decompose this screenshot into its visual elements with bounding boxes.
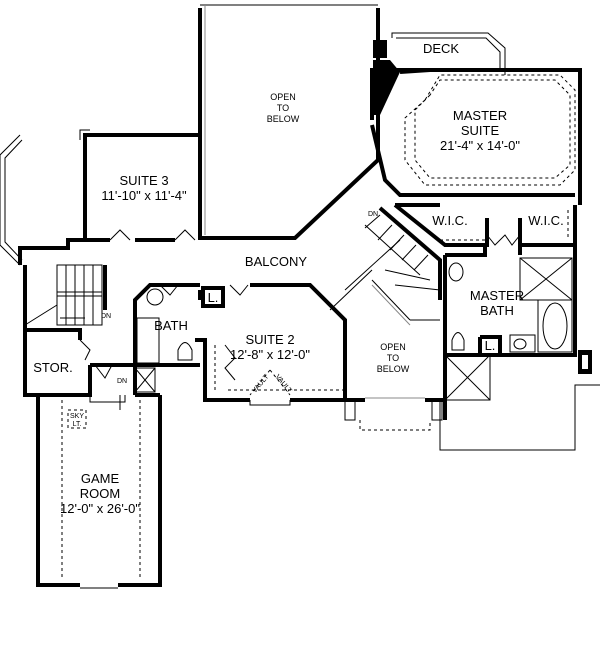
game-room-dims: 12'-0" x 26'-0" <box>60 501 140 516</box>
suite2-label: SUITE 2 <box>245 332 294 347</box>
balcony-label: BALCONY <box>245 254 307 269</box>
game-room-walls <box>36 363 162 589</box>
master-bath-walls <box>443 245 592 374</box>
bath-walls <box>133 283 249 367</box>
suite3-label: SUITE 3 <box>119 173 168 188</box>
linen-hall-label: L. <box>208 290 219 305</box>
open-center-line2: TO <box>387 353 399 363</box>
skylight-line1: SKY <box>70 413 84 420</box>
vault-right: VAULT <box>274 374 294 396</box>
storage-label: STOR. <box>33 360 73 375</box>
master-bath-line2: BATH <box>480 303 514 318</box>
wic-left-label: W.I.C. <box>432 213 467 228</box>
open-upper-line2: TO <box>277 103 289 113</box>
master-suite-walls <box>370 68 582 205</box>
wic-walls <box>393 203 577 247</box>
suite2-dims: 12'-8" x 12'-0" <box>230 347 310 362</box>
deck-outline <box>373 32 506 115</box>
game-room-line1: GAME <box>81 471 120 486</box>
master-suite-line2: SUITE <box>461 123 500 138</box>
master-suite-dims: 21'-4" x 14'-0" <box>440 138 520 153</box>
linen-master-label: L. <box>485 338 496 353</box>
game-room-line2: ROOM <box>80 486 120 501</box>
suite3-dims: 11'-10" x 11'-4" <box>101 188 187 203</box>
open-upper-line3: BELOW <box>267 114 300 124</box>
open-upper-line1: OPEN <box>270 92 296 102</box>
deck-label: DECK <box>423 41 459 56</box>
suite2-walls <box>195 283 347 406</box>
open-to-below-center-walls <box>343 320 600 451</box>
master-suite-line1: MASTER <box>453 108 507 123</box>
suite3-walls <box>0 129 200 266</box>
main-staircase <box>329 206 442 326</box>
dn-game-room: DN <box>117 378 127 385</box>
open-center-line1: OPEN <box>380 342 406 352</box>
bath-label: BATH <box>154 318 188 333</box>
master-bath-line1: MASTER <box>470 288 524 303</box>
open-center-line3: BELOW <box>377 364 410 374</box>
wic-right-label: W.I.C. <box>528 213 563 228</box>
dn-left-stair: DN <box>101 313 111 320</box>
left-staircase <box>23 264 107 397</box>
dn-main-stair: DN <box>368 211 378 218</box>
skylight-line2: LT. <box>73 421 82 428</box>
vault-left: VAULT <box>251 373 271 395</box>
